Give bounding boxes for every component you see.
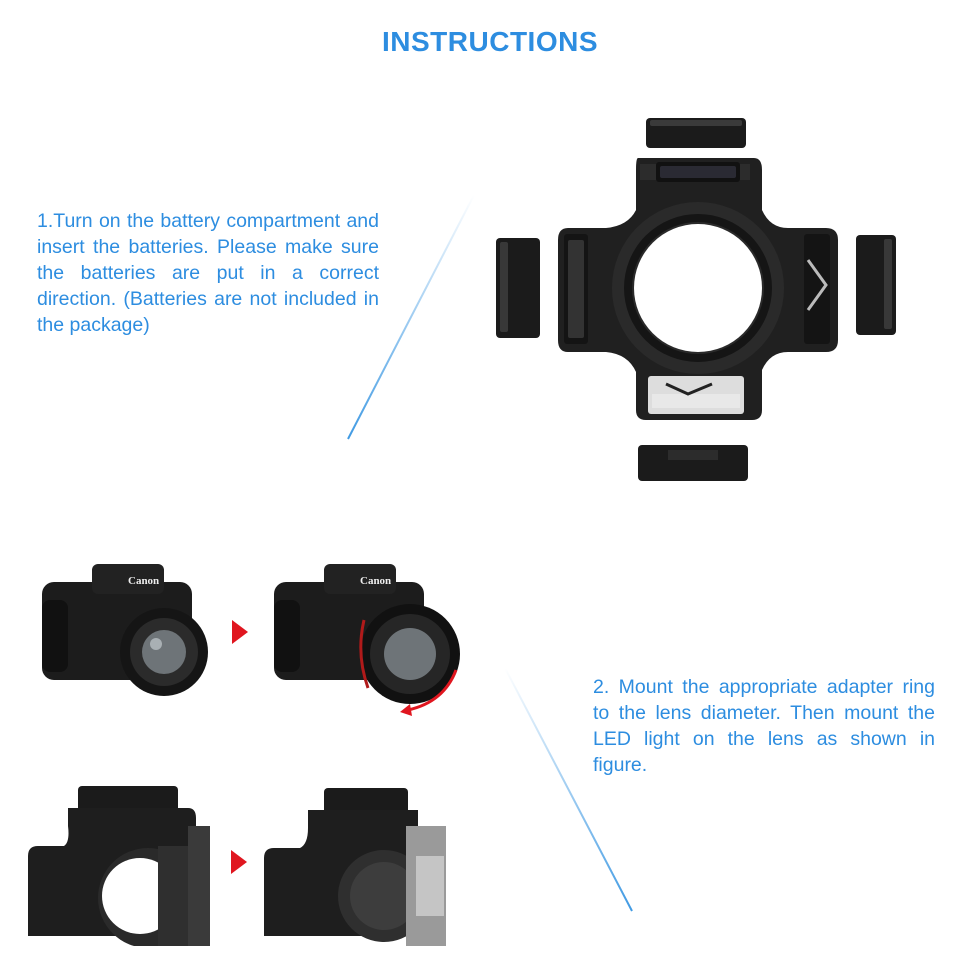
step-2-text: 2. Mount the appropriate adapter ring to… (593, 676, 935, 776)
accent-line-1-diagonal (347, 194, 475, 440)
accent-line-2-diagonal (504, 667, 633, 912)
camera-mount-images: Canon Canon (42, 564, 460, 716)
rotate-arrow-icon (407, 669, 458, 712)
camera-brand-2: Canon (360, 575, 391, 587)
camera-brand-1: Canon (128, 575, 159, 587)
camera-image-2: Canon (274, 564, 460, 716)
step-1-text: 1.Turn on the battery compartment and in… (37, 210, 379, 336)
camera-image-1: Canon (42, 564, 208, 696)
arrow-right-icon (232, 620, 248, 644)
battery-right (804, 234, 830, 344)
led-ring-light-image (496, 118, 896, 481)
ring-mounted-image-2 (264, 788, 446, 946)
ring-mounted-image-1 (28, 786, 210, 946)
battery-cover-bottom (638, 445, 748, 481)
ring-mount-images (28, 786, 446, 946)
page-title: INSTRUCTIONS (382, 26, 598, 57)
arrow-right-icon-2 (231, 850, 247, 874)
